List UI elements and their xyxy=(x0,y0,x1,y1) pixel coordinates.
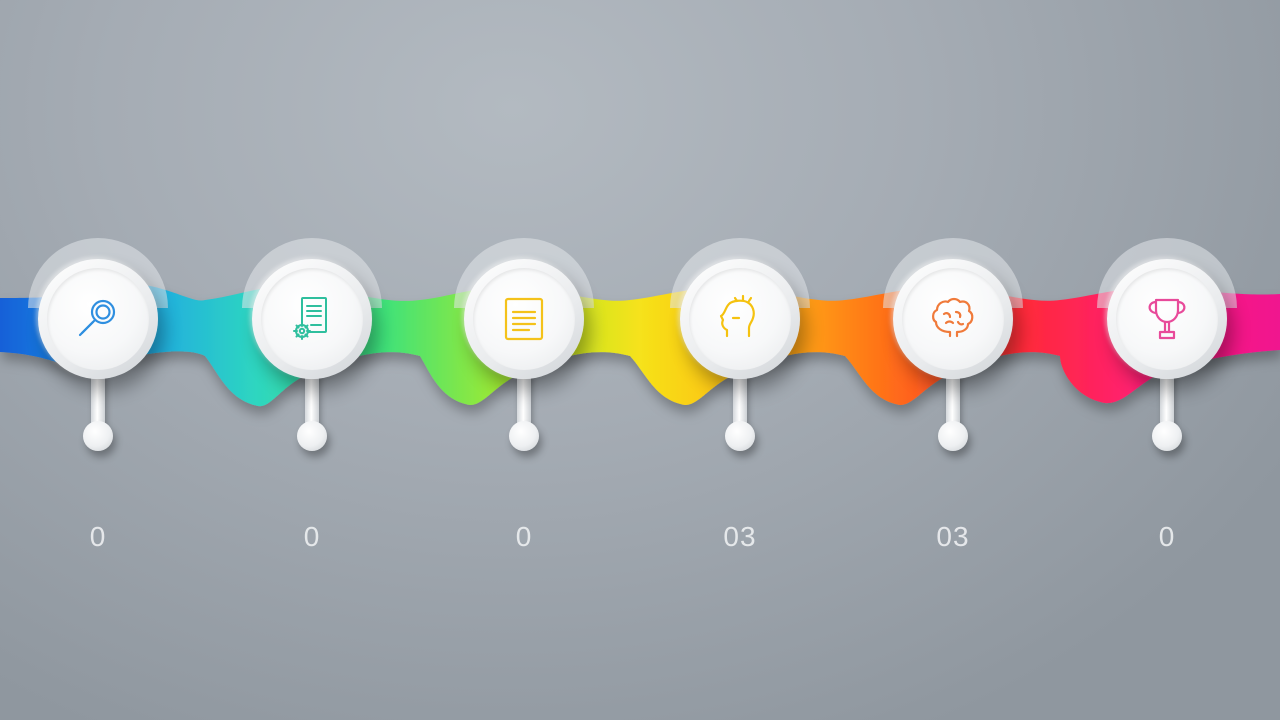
connector-stem xyxy=(305,372,319,434)
head-idea-icon xyxy=(719,294,755,338)
connector-knob xyxy=(297,421,327,451)
connector-knob xyxy=(509,421,539,451)
step-node xyxy=(464,259,584,379)
connector-knob xyxy=(1152,421,1182,451)
step-node xyxy=(680,259,800,379)
brain-icon xyxy=(932,297,974,338)
connector-stem xyxy=(91,372,105,434)
step-number: 0 xyxy=(515,521,533,552)
node-face xyxy=(1116,268,1218,370)
step-number: 0 xyxy=(1158,521,1176,552)
document-gear-icon xyxy=(293,297,327,340)
trophy-icon xyxy=(1148,298,1186,340)
step-number: 03 xyxy=(936,521,970,552)
connector-knob xyxy=(83,421,113,451)
node-face xyxy=(47,268,149,370)
connector-knob xyxy=(938,421,968,451)
connector-stem xyxy=(517,372,531,434)
node-face xyxy=(902,268,1004,370)
step-number: 0 xyxy=(303,521,321,552)
step-node xyxy=(38,259,158,379)
step-node xyxy=(893,259,1013,379)
step-number: 0 xyxy=(89,521,107,552)
step-node xyxy=(252,259,372,379)
step-node xyxy=(1107,259,1227,379)
connector-stem xyxy=(733,372,747,434)
connector-stem xyxy=(946,372,960,434)
step-number: 03 xyxy=(723,521,757,552)
node-face xyxy=(473,268,575,370)
node-face xyxy=(261,268,363,370)
node-face xyxy=(689,268,791,370)
connector-stem xyxy=(1160,372,1174,434)
connector-knob xyxy=(725,421,755,451)
magnifier-icon xyxy=(78,299,116,337)
notepad-icon xyxy=(504,297,544,341)
